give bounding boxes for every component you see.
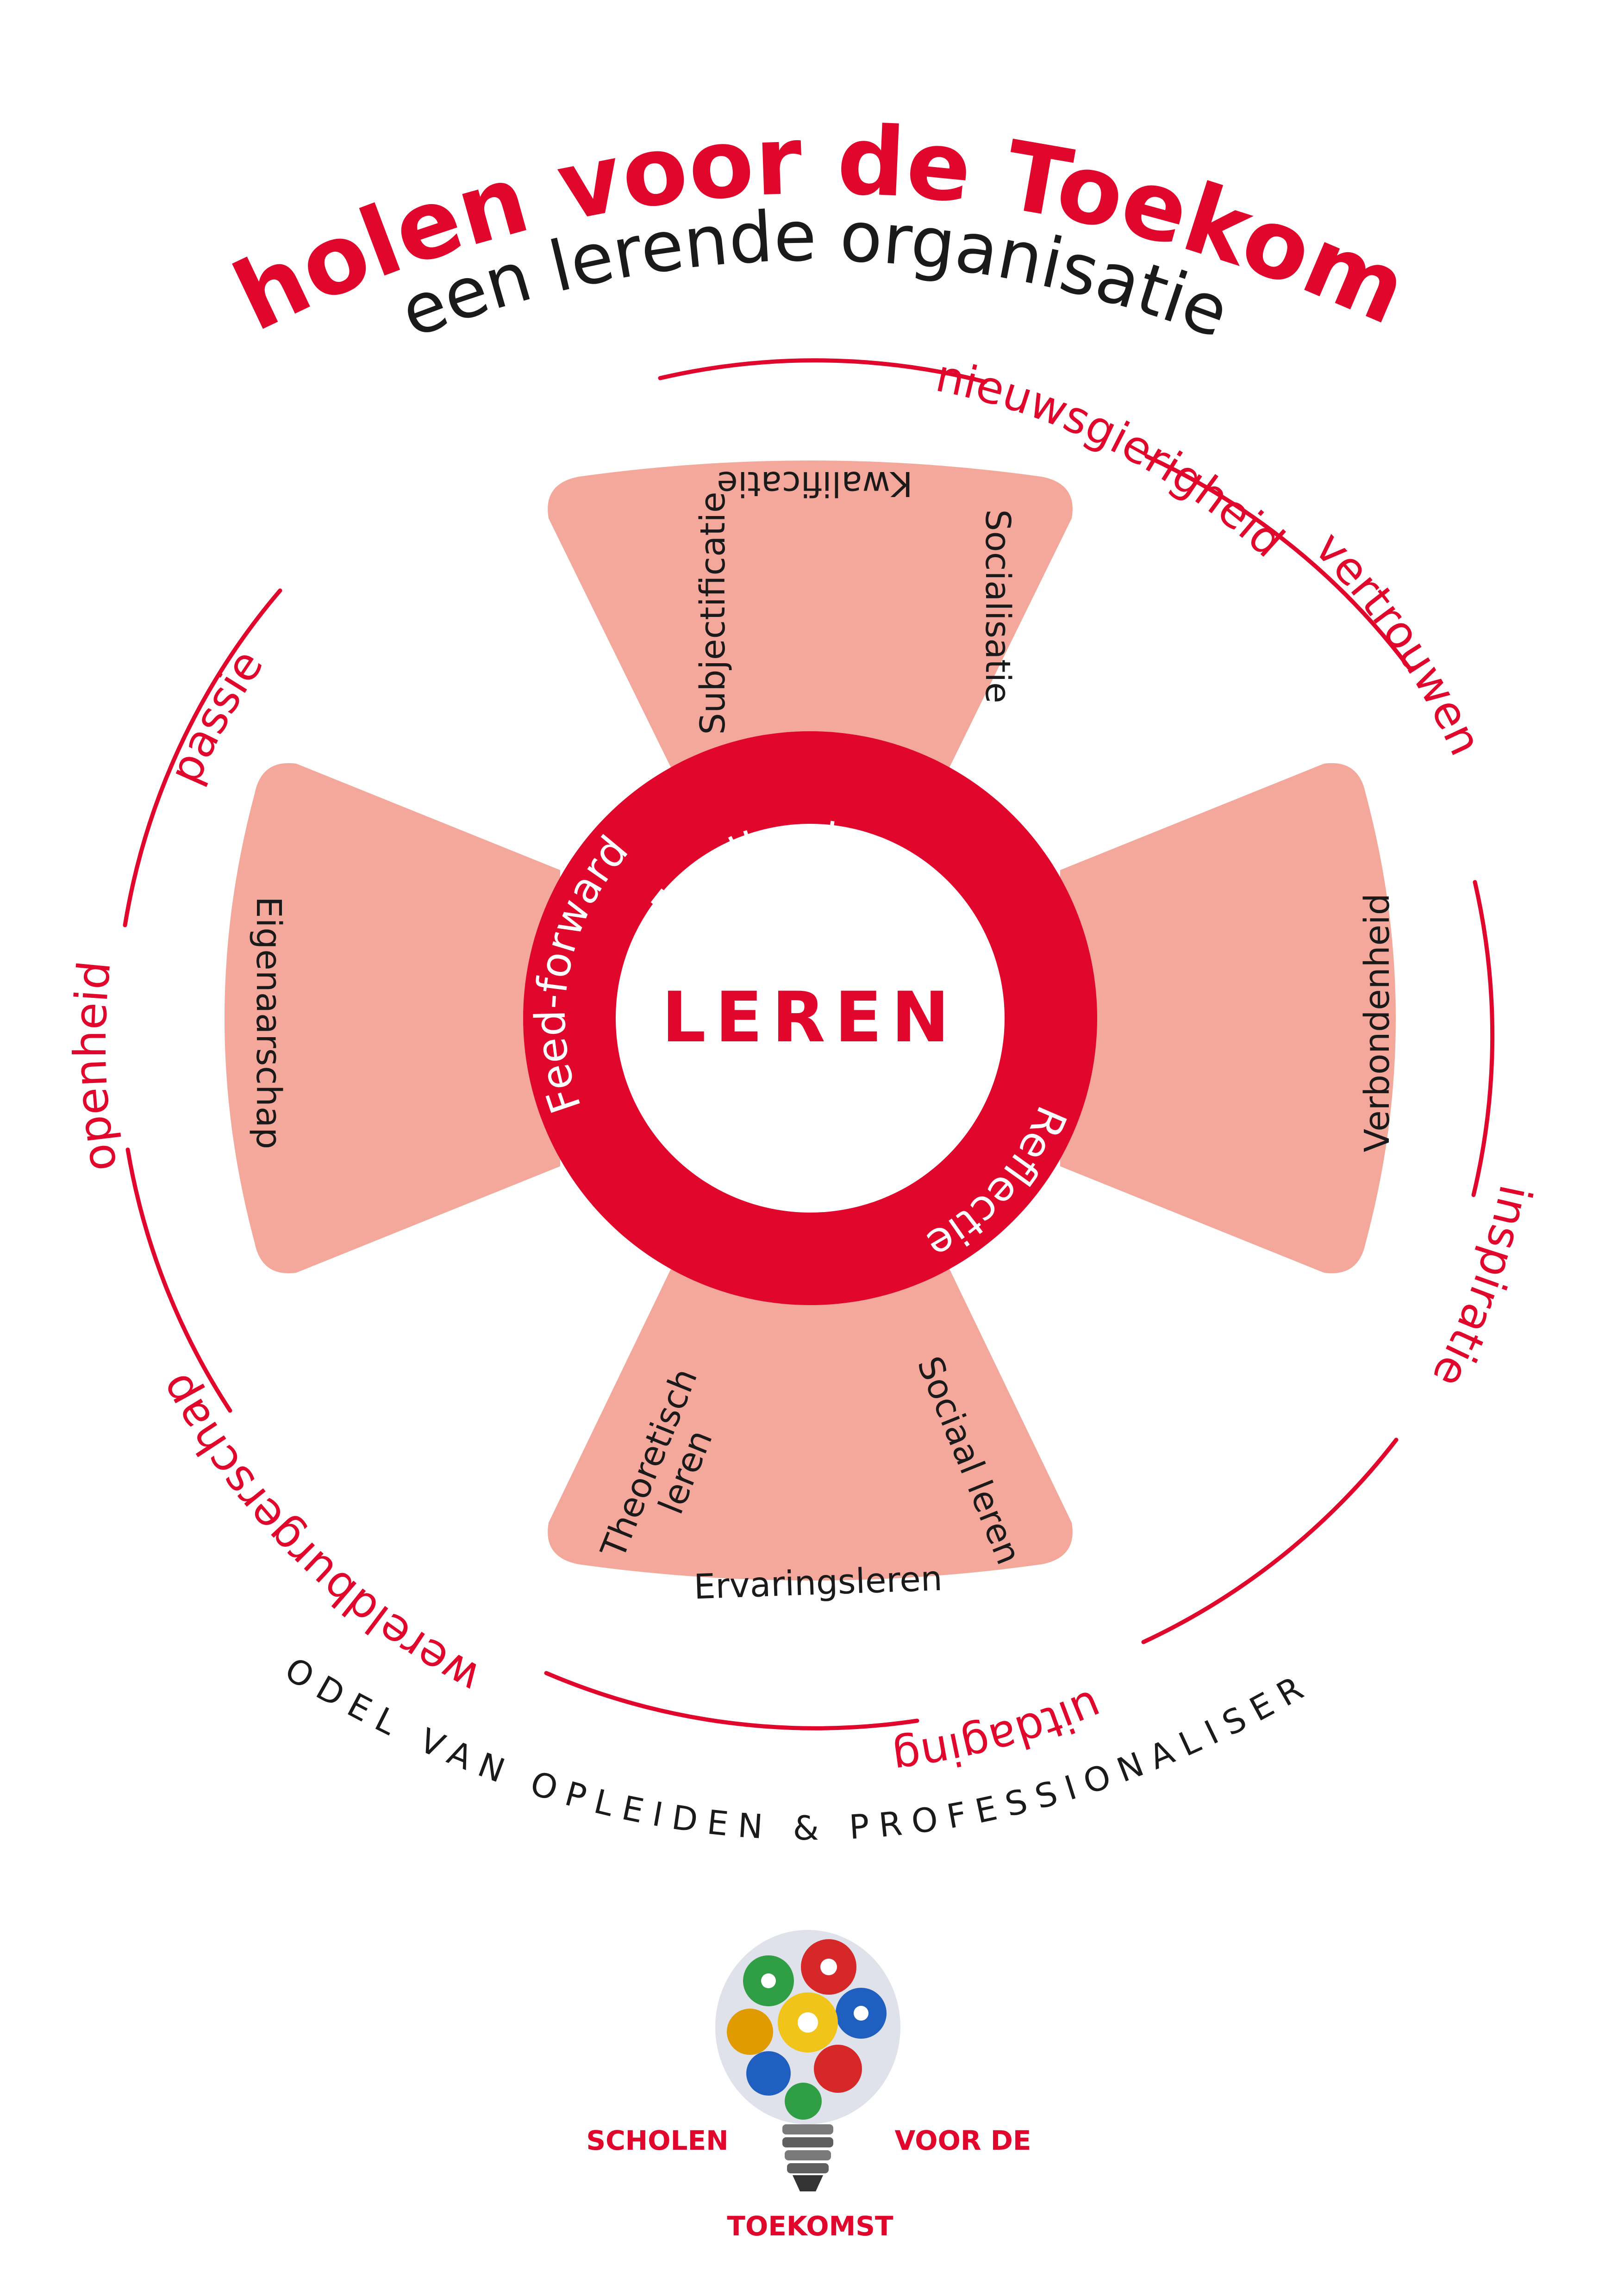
value-vertrouwen: vertrouwen [1305, 521, 1492, 763]
logo-text-right: VOOR DE [894, 2125, 1031, 2156]
label-socialisatie: Socialisatie [978, 510, 1018, 703]
lightbulb-gears-icon [715, 1930, 900, 2191]
center-ring: LEREN [523, 731, 1097, 1305]
label-subjectificatie: Subjectificatie [693, 492, 733, 735]
label-kwalificatie: Kwalificatie [717, 464, 912, 504]
petal-left [225, 763, 560, 1274]
logo: SCHOLEN VOOR DE TOEKOMST [586, 1930, 1031, 2242]
value-wereldburgerschap: wereldburgerschap [149, 1365, 488, 1705]
value-inspiratie: inspiratie [1422, 1181, 1542, 1395]
title: Scholen voor de Toekomst: een lerende or… [0, 0, 1422, 354]
value-openheid: openheid [64, 958, 127, 1175]
outer-circle [123, 358, 1495, 1730]
label-eigenaarschap: Eigenaarschap [249, 896, 288, 1149]
petals [225, 460, 1396, 1580]
label-ervaringsleren: Ervaringsleren [693, 1559, 943, 1607]
logo-text-bottom: TOEKOMST [727, 2210, 893, 2242]
petal-bottom [548, 1268, 1073, 1580]
center-label: LEREN [662, 977, 959, 1058]
label-verbondenheid: Verbondenheid [1357, 893, 1397, 1152]
value-passie: passie [159, 640, 273, 791]
petal-right [1060, 763, 1396, 1274]
logo-text-left: SCHOLEN [586, 2125, 728, 2156]
petal-top [548, 460, 1073, 768]
